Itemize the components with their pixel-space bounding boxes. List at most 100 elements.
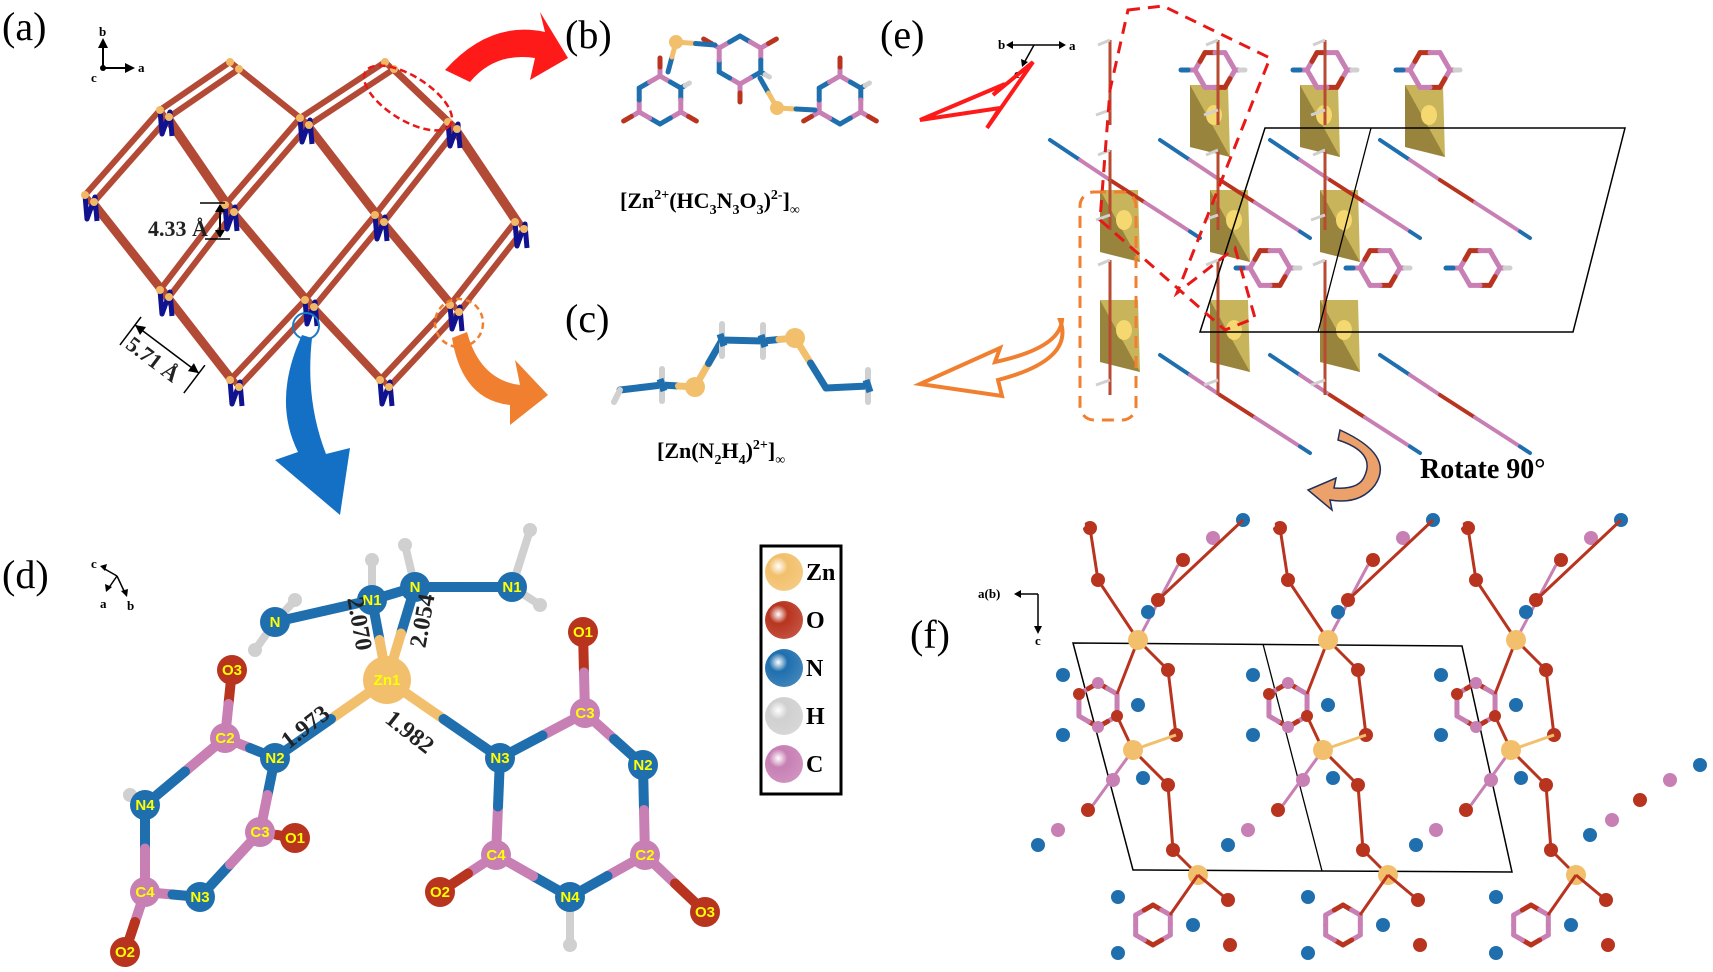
bond (1096, 579, 1140, 641)
atom-label: N1 (362, 592, 381, 609)
atom-label: O1 (573, 624, 593, 641)
atom-n (1434, 668, 1448, 682)
atom-n (555, 882, 585, 912)
atom-n (1434, 728, 1448, 742)
legend-label-zn: Zn (806, 560, 835, 586)
bond (1298, 229, 1312, 240)
atom-n (1564, 918, 1578, 932)
atom-n (400, 572, 430, 602)
panel-b-label: (b) (565, 12, 612, 57)
hydrazine-link (157, 289, 175, 317)
atom-n (260, 607, 290, 637)
bond (1356, 669, 1368, 736)
atom-n (260, 743, 290, 773)
bond (1268, 353, 1302, 377)
bond (793, 106, 818, 113)
hydrogen-atom (365, 553, 379, 567)
panel-f-label: (f) (910, 612, 950, 657)
atom-o (1633, 793, 1647, 807)
lattice-bond (307, 66, 396, 128)
hydrogen-atom (1240, 892, 1246, 898)
bond (1328, 178, 1367, 205)
atom-label: N2 (633, 757, 652, 774)
atom-o (1366, 553, 1380, 567)
panel-f: (f) a(b) c (910, 513, 1707, 960)
zn-node (371, 211, 379, 219)
hydrogen (1310, 108, 1326, 117)
hydrogen (1095, 378, 1111, 387)
atom-o (1413, 938, 1427, 952)
axis-triad-e: b a c (998, 37, 1076, 81)
bond (665, 54, 675, 75)
atom-c (570, 698, 600, 728)
atom-o (1176, 553, 1190, 567)
axis-b-label: b (998, 37, 1005, 52)
axis-b-label: b (99, 24, 106, 39)
atom-n (1489, 890, 1503, 904)
bond (1438, 393, 1477, 420)
bond (1158, 138, 1192, 162)
atom-label: N3 (190, 889, 209, 906)
distance-label-571: 5.71 Å (122, 331, 185, 387)
atom-o (1459, 803, 1473, 817)
zn-node (90, 198, 98, 206)
bond (1518, 444, 1532, 455)
atom-label: N4 (135, 797, 155, 814)
atom-n (1141, 605, 1155, 619)
bond (1268, 138, 1302, 162)
hydrazine-link (82, 194, 100, 222)
zn-node (226, 58, 234, 66)
atom-c (1605, 813, 1619, 827)
bond (1544, 784, 1553, 851)
axis-c-label: c (1035, 633, 1041, 648)
atom-zn (1123, 740, 1143, 760)
hydrogen-atom (1457, 522, 1463, 528)
atom-zn (363, 656, 411, 704)
zn-node (235, 65, 243, 73)
atom-n (1111, 890, 1125, 904)
hydrogen-atom (533, 598, 547, 612)
hydrogen-atom (1430, 892, 1436, 898)
bond (1408, 158, 1442, 182)
nitrogen (716, 332, 728, 348)
lattice-bond (381, 127, 460, 224)
atom-o (1223, 938, 1237, 952)
atom-o (425, 877, 455, 907)
legend-swatch-h (765, 697, 803, 735)
hydrogen-atom (248, 643, 262, 657)
legend-label-h: H (806, 704, 825, 730)
atom-n (1111, 946, 1125, 960)
atom-c (1282, 721, 1294, 733)
atom-n (485, 743, 515, 773)
bond (1473, 200, 1512, 227)
hydrogen (1203, 108, 1219, 117)
nitrogen (862, 378, 874, 394)
lattice-bond (222, 116, 303, 207)
bond (1218, 178, 1257, 205)
atom-n (1514, 771, 1528, 785)
atom-c (630, 840, 660, 870)
bond (1088, 527, 1100, 581)
bond (1298, 444, 1312, 455)
rotate-arrow-icon (1306, 428, 1381, 512)
panel-c: (c) [Zn(N2H4)2+]∞ (565, 296, 874, 468)
arrow-to-panel-c (452, 332, 548, 425)
atom-o (280, 823, 310, 853)
atom-label: N2 (265, 750, 284, 767)
zn-node (226, 376, 234, 384)
atom-o (1273, 521, 1287, 535)
bond (1358, 874, 1390, 916)
bond (1473, 415, 1512, 442)
bond (682, 80, 692, 88)
panel-e-label: (e) (880, 12, 924, 57)
atom-o (568, 617, 598, 647)
atom-c (1206, 531, 1220, 545)
zn-atom (1116, 210, 1132, 230)
atom-n (1136, 771, 1150, 785)
atom-n (1031, 838, 1045, 852)
lattice-bond (311, 220, 387, 309)
lattice-bond (231, 123, 312, 214)
atom-label: O2 (430, 884, 450, 901)
bond (1278, 527, 1290, 581)
